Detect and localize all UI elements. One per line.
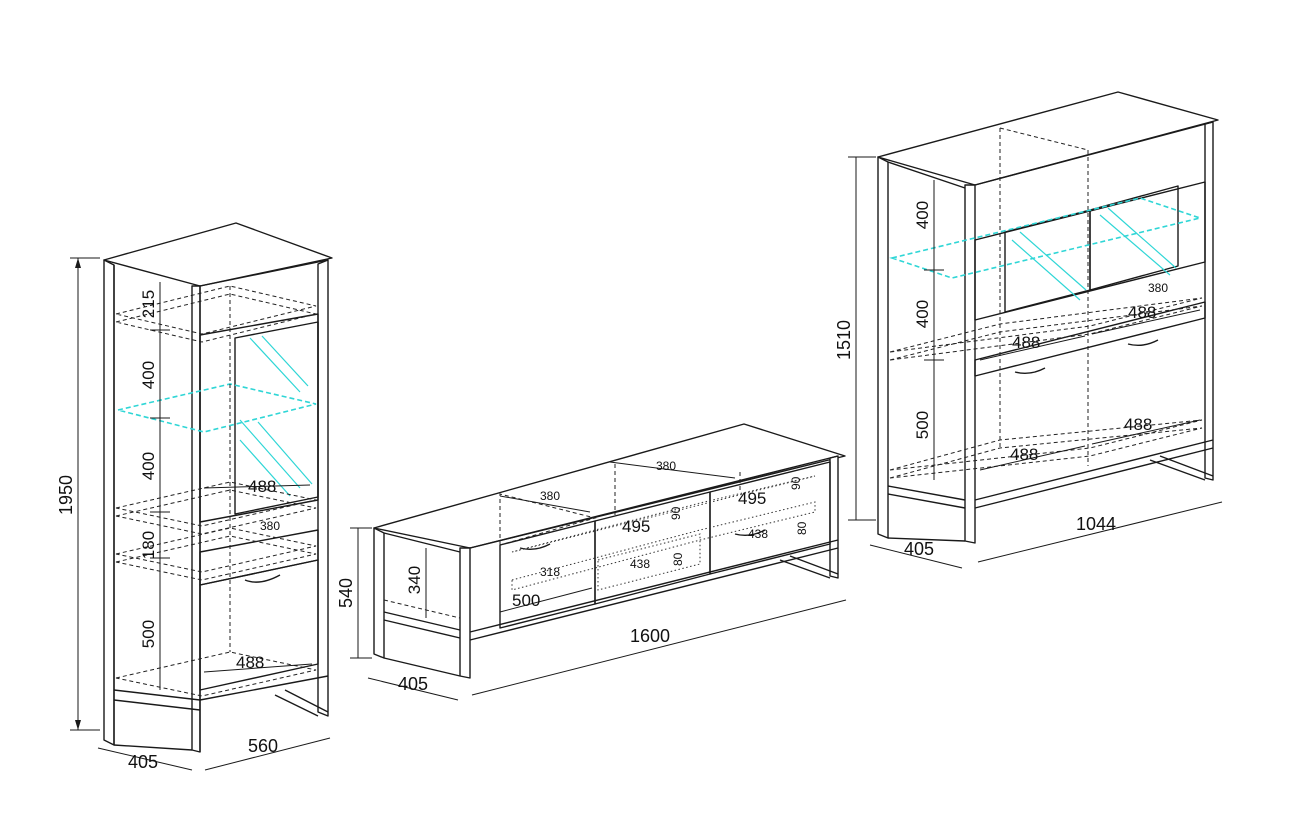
tv-board-drawer-inner-438-right-label: 438	[748, 527, 768, 541]
tv-board-top-panel	[373, 423, 846, 549]
tv-board-drawer-width-495-left-label: 495	[622, 517, 650, 536]
tv-board-height-label: 540	[336, 578, 356, 608]
vitrine-compartment-215-label: 215	[139, 290, 158, 318]
vitrine-front-leg	[191, 285, 201, 753]
highboard-compartment-500-label: 500	[913, 411, 932, 439]
tv-board-front-leg	[459, 547, 471, 679]
vitrine-left-leg-front	[103, 259, 115, 746]
tv-board-right-leg	[829, 455, 839, 579]
highboard-shelf-488-left-bottom-label: 488	[1010, 445, 1038, 464]
vitrine-depth-label: 405	[128, 752, 158, 772]
vitrine-top-panel	[103, 222, 333, 287]
highboard-dimensions	[848, 156, 1223, 569]
vitrine-height-label: 1950	[56, 475, 76, 515]
highboard-shelf-488-right-bottom-label: 488	[1124, 415, 1152, 434]
highboard-width-label: 1044	[1076, 514, 1116, 534]
vitrine-compartment-500-label: 500	[139, 620, 158, 648]
vitrine-compartment-400-upper-label: 400	[139, 361, 158, 389]
highboard-compartment-400-middle-label: 400	[913, 300, 932, 328]
highboard-glass-doors	[1011, 207, 1177, 301]
highboard-compartment-400-upper-label: 400	[913, 201, 932, 229]
tv-board-depth-label: 405	[398, 674, 428, 694]
tv-board-drawer-height-90-right-label: 90	[789, 476, 803, 490]
highboard-front-leg	[964, 184, 976, 544]
tv-board-drawer-inner-438-left-label: 438	[630, 557, 650, 571]
vitrine-dimensions	[70, 257, 331, 771]
tv-board-drawer-depth-380-right-label: 380	[656, 459, 676, 473]
highboard-cabinet	[877, 91, 1219, 544]
tv-board-drawer-inner-80-left-label: 80	[671, 552, 685, 566]
tv-board-drawer-width-495-right-label: 495	[738, 489, 766, 508]
vitrine-width-label: 560	[248, 736, 278, 756]
tv-board-drawer-inner-80-right-label: 80	[795, 521, 809, 535]
vitrine-compartment-180-label: 180	[139, 531, 158, 559]
tv-board-left-leg-front	[373, 527, 385, 659]
vitrine-shelf-depth-380-label: 380	[260, 519, 280, 533]
tv-board-drawer-height-90-left-label: 90	[669, 506, 683, 520]
tv-board-dimensions	[350, 461, 847, 701]
highboard-shelf-488-right-mid-label: 488	[1128, 303, 1156, 322]
vitrine-right-leg	[317, 259, 329, 717]
highboard-left-leg-front	[877, 156, 889, 539]
tv-board-cabinet	[373, 423, 846, 679]
vitrine-cabinet	[103, 222, 333, 753]
vitrine-shelf-488-label: 488	[248, 477, 276, 496]
tv-board-width-label: 1600	[630, 626, 670, 646]
highboard-top-panel	[877, 91, 1219, 186]
highboard-glass-shelf	[889, 197, 1203, 279]
tv-board-compartment-500-label: 500	[512, 591, 540, 610]
vitrine-compartment-400-lower-label: 400	[139, 452, 158, 480]
vitrine-glass-shelf	[117, 383, 317, 433]
highboard-shelf-depth-380-label: 380	[1148, 281, 1168, 295]
highboard-depth-label: 405	[904, 539, 934, 559]
vitrine-glass-door	[239, 335, 313, 497]
vitrine-shelf-488-bottom-label: 488	[236, 653, 264, 672]
tv-board-drawer-depth-380-left-label: 380	[540, 489, 560, 503]
highboard-right-leg	[1204, 121, 1214, 481]
highboard-height-label: 1510	[834, 320, 854, 360]
highboard-shelf-488-left-mid-label: 488	[1012, 333, 1040, 352]
tv-board-inner-318-label: 318	[540, 565, 560, 579]
tv-board-inner-height-label: 340	[405, 566, 424, 594]
